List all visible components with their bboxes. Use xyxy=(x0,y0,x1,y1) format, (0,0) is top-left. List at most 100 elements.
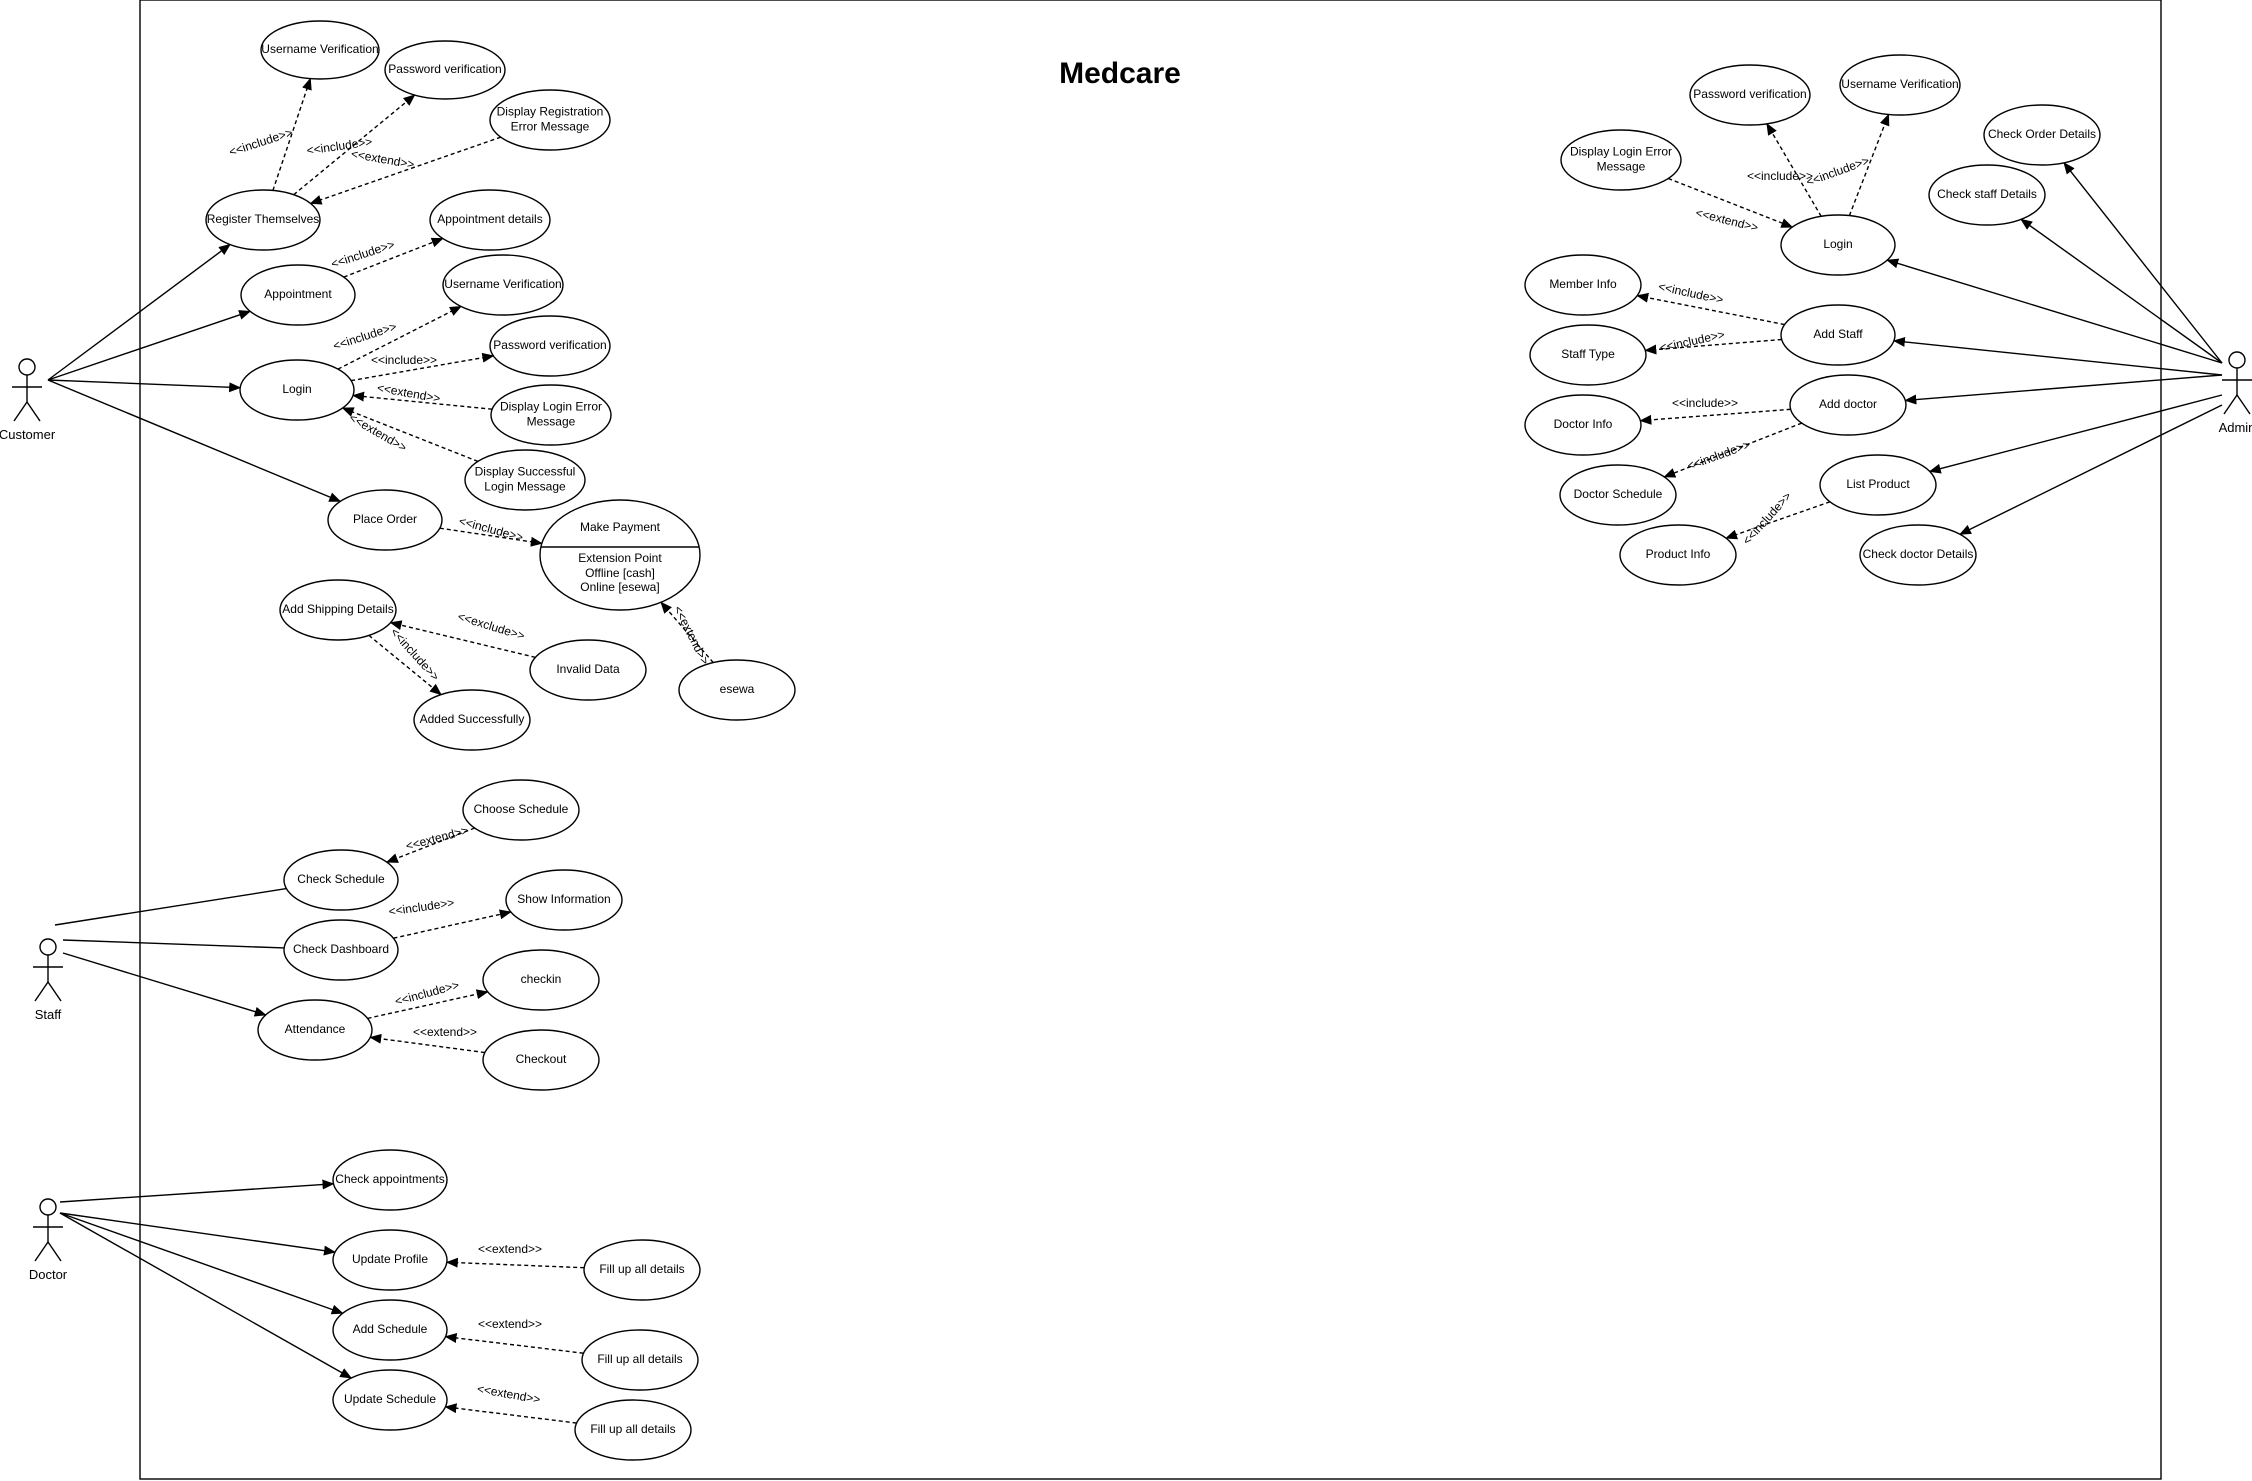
relationship-line xyxy=(385,827,475,863)
use-case-ellipse xyxy=(462,779,580,841)
relationship-line xyxy=(337,305,462,370)
relationship-label: <<include>> xyxy=(457,514,524,545)
use-case-ellipse xyxy=(1928,164,2046,226)
actor-leg xyxy=(47,1241,62,1262)
relationship-line xyxy=(293,94,416,196)
relationship-line xyxy=(445,1257,585,1269)
relationship-label: <<extend>> xyxy=(350,147,416,172)
use-case-a-check-doctor: Check doctor Details xyxy=(1859,524,1977,586)
use-case-label: Fill up all details xyxy=(590,1422,675,1436)
relationship-line xyxy=(393,909,512,939)
use-case-label: Check Schedule xyxy=(297,872,385,886)
use-case-label: Message xyxy=(527,415,576,429)
use-case-label: Error Message xyxy=(511,120,590,134)
relationship-line xyxy=(309,136,502,205)
use-case-label: Login Message xyxy=(484,480,566,494)
use-case-a-staff-type: Staff Type xyxy=(1529,324,1647,386)
relationship-line xyxy=(369,1033,485,1054)
use-case-d-add-schedule: Add Schedule xyxy=(332,1299,448,1361)
use-case-ellipse xyxy=(1619,524,1737,586)
relationship-line xyxy=(1725,501,1831,540)
use-case-label: Check staff Details xyxy=(1937,187,2037,201)
diagram-title: Medcare xyxy=(1059,57,1181,90)
use-case-ellipse xyxy=(1524,394,1642,456)
actor-leg xyxy=(26,401,41,422)
use-case-ellipse xyxy=(205,189,321,251)
relationship-label: <<extend>> xyxy=(671,603,713,666)
relationship-line xyxy=(351,352,495,382)
actor-admin: Admin xyxy=(2219,351,2252,435)
use-case-ellipse xyxy=(283,919,399,981)
use-case-ellipse xyxy=(581,1329,699,1391)
use-case-ellipse xyxy=(529,639,647,701)
use-case-c-register: Register Themselves xyxy=(205,189,321,251)
use-case-label: Username Verification xyxy=(261,42,378,56)
use-case-label: Login xyxy=(1823,237,1852,251)
use-case-ellipse xyxy=(239,359,355,421)
relationship-label: <<include>> xyxy=(1740,489,1795,547)
relationship-line xyxy=(341,407,479,463)
use-case-label: Display Login Error xyxy=(1570,145,1672,159)
use-case-d-fill3: Fill up all details xyxy=(574,1399,692,1461)
association-line xyxy=(59,1212,336,1256)
actor-head xyxy=(2228,351,2246,369)
extension-point-item: Offline [cash] xyxy=(585,566,655,580)
use-case-a-check-staff: Check staff Details xyxy=(1928,164,2046,226)
relationship-label: <<include>> xyxy=(1672,396,1738,410)
relationship-line xyxy=(660,601,714,664)
use-case-label: Checkout xyxy=(516,1052,567,1066)
use-case-label: Doctor Schedule xyxy=(1574,487,1663,501)
use-case-ellipse xyxy=(678,659,796,721)
relationship-line xyxy=(1639,408,1791,425)
use-case-label: List Product xyxy=(1846,477,1910,491)
use-case-label: Add Schedule xyxy=(353,1322,428,1336)
actor-leg xyxy=(2223,394,2238,415)
use-case-c-add-shipping: Add Shipping Details xyxy=(279,579,397,641)
relationship-label: <<extend>> xyxy=(478,1317,542,1331)
use-case-ellipse xyxy=(384,40,506,100)
use-case-label: Attendance xyxy=(285,1022,346,1036)
relationship-line xyxy=(368,634,442,696)
actor-leg xyxy=(34,981,49,1002)
use-case-label: Add doctor xyxy=(1819,397,1877,411)
actor-staff: Staff xyxy=(33,938,63,1022)
actor-label: Doctor xyxy=(29,1267,68,1282)
use-case-ellipse xyxy=(327,489,443,551)
use-case-c-place-order: Place Order xyxy=(327,489,443,551)
use-case-label: esewa xyxy=(720,682,755,696)
use-case-ellipse xyxy=(1819,454,1937,516)
use-case-ellipse xyxy=(489,89,611,151)
use-case-label: Check Order Details xyxy=(1988,127,2096,141)
use-case-d-check-appointments: Check appointments xyxy=(332,1149,448,1211)
use-case-ellipse xyxy=(1560,129,1682,191)
use-case-ellipse xyxy=(539,499,701,611)
relationship-label: <<exclude>> xyxy=(456,609,526,643)
use-case-ellipse xyxy=(332,1229,448,1291)
relationship-line xyxy=(444,1333,584,1354)
actor-doctor: Doctor xyxy=(29,1198,68,1282)
actor-label: Customer xyxy=(0,427,56,442)
use-case-label: Username Verification xyxy=(444,277,561,291)
use-case-d-update-profile: Update Profile xyxy=(332,1229,448,1291)
use-case-label: Appointment xyxy=(264,287,332,301)
use-case-label: Fill up all details xyxy=(597,1352,682,1366)
use-case-s-checkin: checkin xyxy=(482,949,600,1011)
association-line xyxy=(1886,258,2223,364)
association-line xyxy=(54,887,287,926)
use-case-ellipse xyxy=(464,449,586,511)
relationship-line xyxy=(352,391,493,410)
use-case-a-add-staff: Add Staff xyxy=(1780,304,1896,366)
use-case-ellipse xyxy=(1524,254,1642,316)
use-case-ellipse xyxy=(1559,464,1677,526)
use-case-s-checkout: Checkout xyxy=(482,1029,600,1091)
relationship-line xyxy=(444,1403,577,1424)
association-line xyxy=(59,1179,335,1203)
use-case-a-member-info: Member Info xyxy=(1524,254,1642,316)
use-case-label: Check appointments xyxy=(335,1172,444,1186)
use-case-c-appointment-details: Appointment details xyxy=(429,189,551,251)
use-case-ellipse xyxy=(1780,214,1896,276)
use-case-s-choose-schedule: Choose Schedule xyxy=(462,779,580,841)
